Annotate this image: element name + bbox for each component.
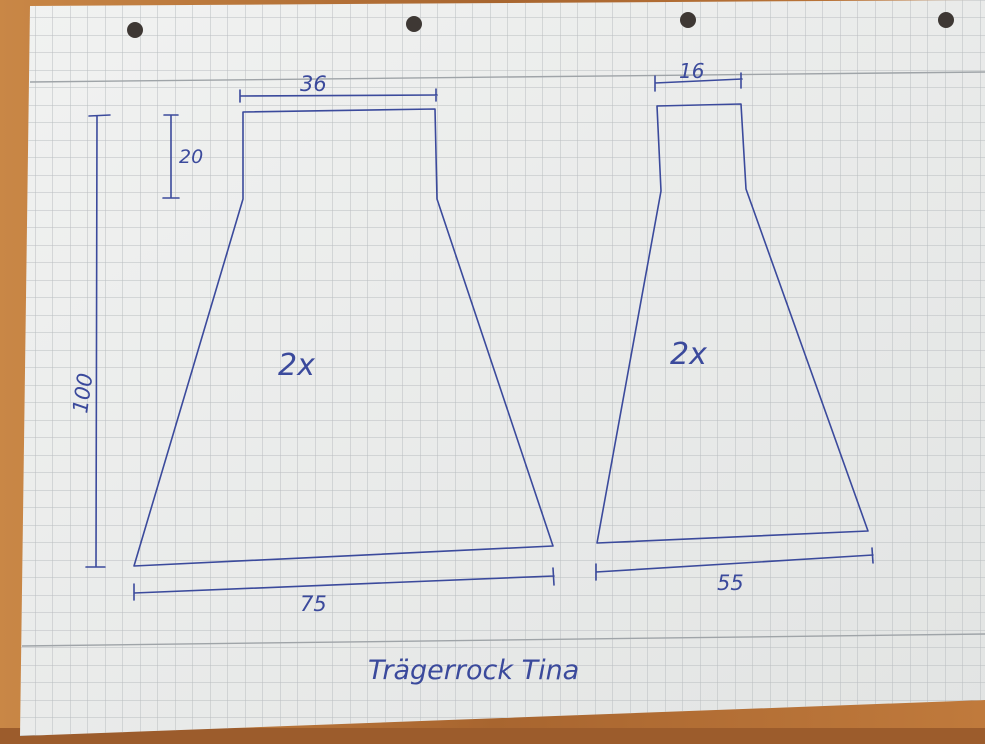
front-waistband-height-dimension-line <box>162 114 180 199</box>
pattern-piece-side-outline <box>596 103 869 544</box>
side-bottom-width-dimension-line <box>595 547 874 581</box>
front-top-width-dimension-line <box>239 88 438 103</box>
front-total-length-label: 100 <box>68 372 97 415</box>
paper-grid <box>20 0 985 736</box>
pattern-piece-side <box>595 72 874 581</box>
punch-hole <box>938 12 954 28</box>
punch-hole <box>406 16 422 32</box>
pattern-piece-front-outline <box>133 108 554 567</box>
punch-hole <box>680 12 696 28</box>
punch-hole <box>127 22 143 38</box>
wooden-table-bottom-strip <box>0 728 985 744</box>
front-bottom-width-dimension-line <box>133 567 555 601</box>
front-bottom-width-label: 75 <box>300 592 327 616</box>
pattern-piece-front <box>85 88 555 601</box>
paper-top-margin-line <box>29 71 985 83</box>
front-top-width-label: 36 <box>300 72 327 96</box>
side-bottom-width-label: 55 <box>717 571 744 595</box>
paper-bottom-margin-line <box>21 633 985 647</box>
side-quantity-label: 2x <box>670 337 707 372</box>
front-quantity-label: 2x <box>278 348 315 383</box>
pattern-title: Trägerrock Tina <box>368 655 579 686</box>
side-top-width-label: 16 <box>679 59 704 83</box>
front-waistband-height-label: 20 <box>179 146 203 168</box>
front-total-length-dimension-line <box>85 114 111 568</box>
side-top-width-dimension-line <box>654 72 743 92</box>
